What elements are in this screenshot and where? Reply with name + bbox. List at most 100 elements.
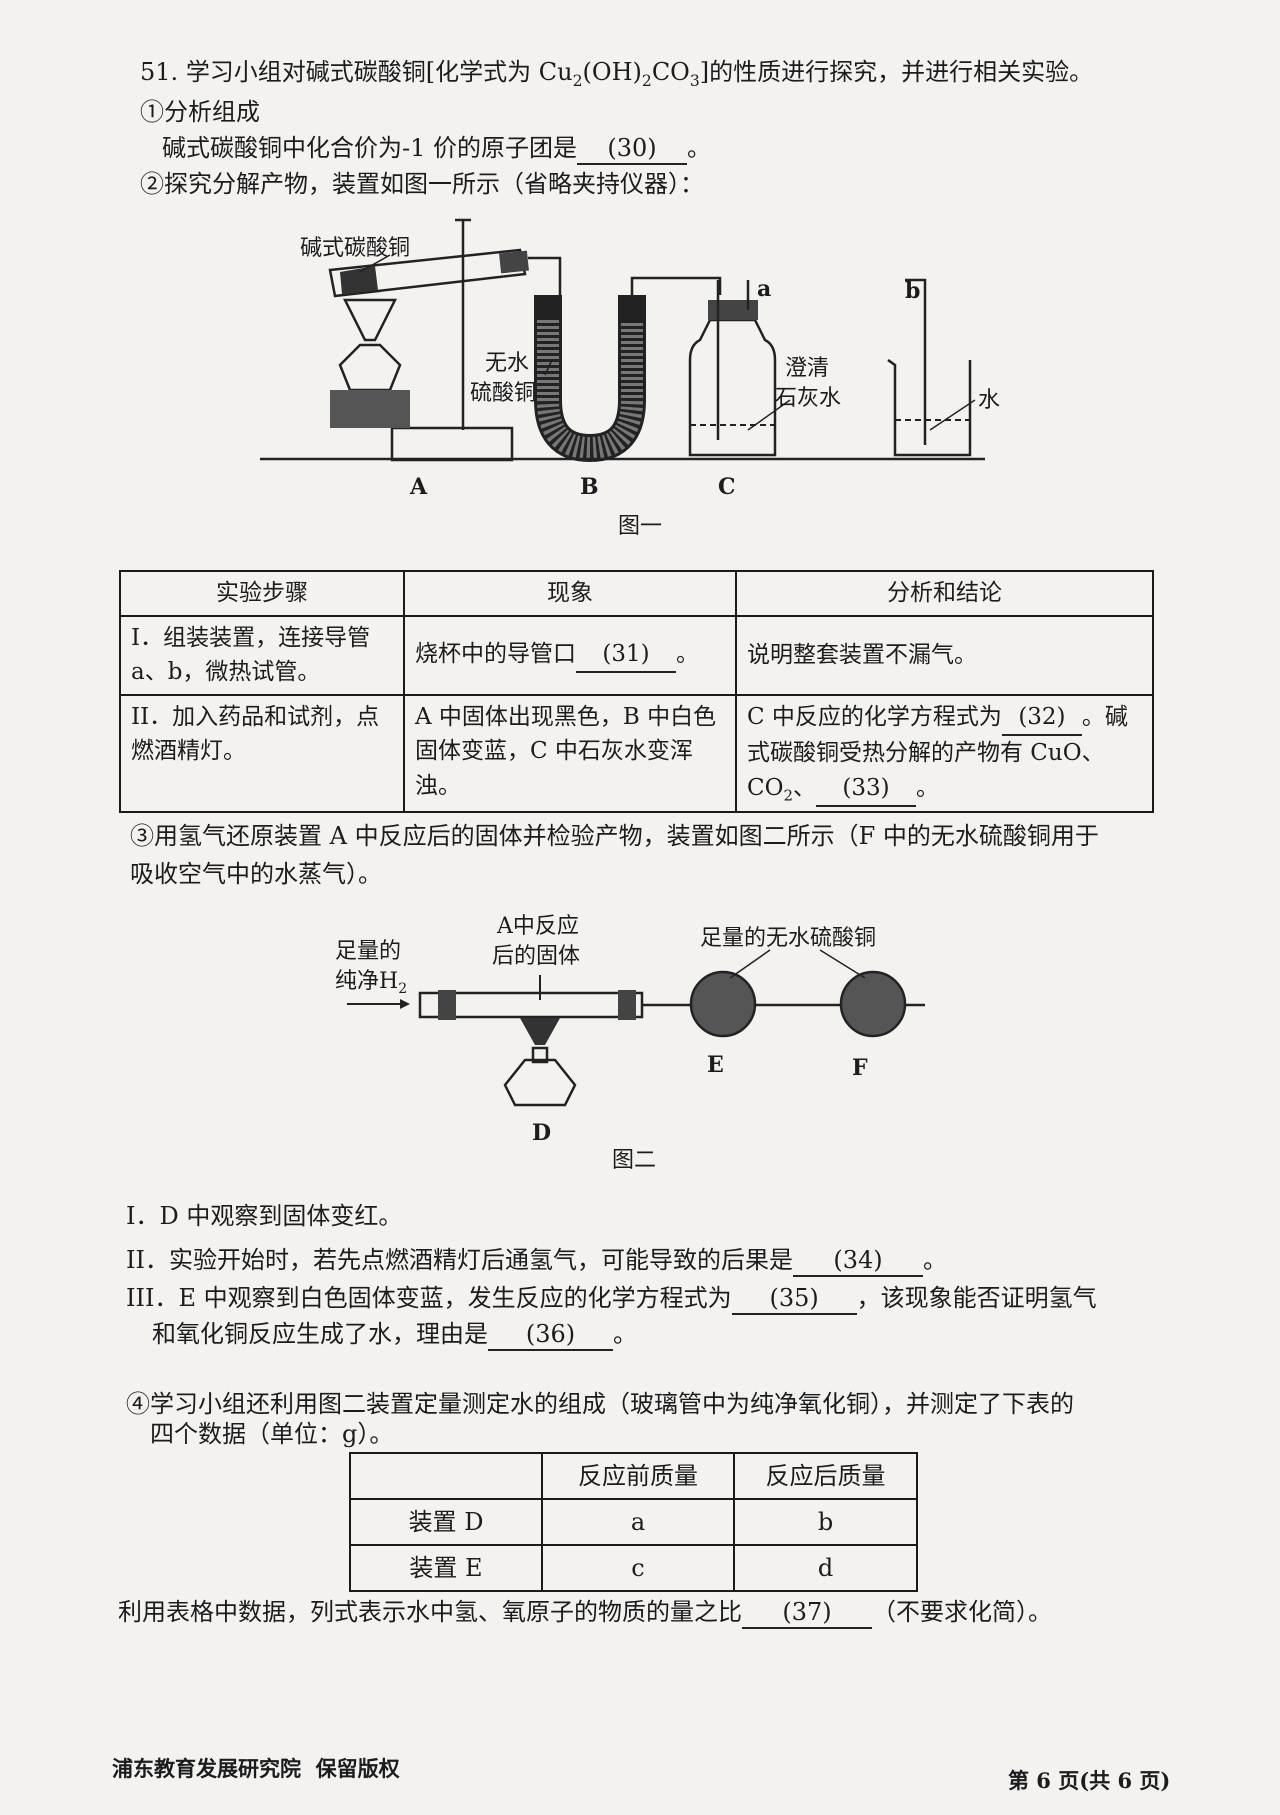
label-h2-line2: 纯净H2 (335, 969, 407, 997)
header-empty (349, 1452, 543, 1500)
formula-part: (OH) (582, 58, 642, 86)
alcohol-lamp-A (330, 298, 410, 428)
rights: 保留版权 (315, 1756, 400, 1781)
mass-after: d (733, 1544, 918, 1592)
label-water: 水 (978, 388, 1000, 413)
part4-line1: ④学习小组还利用图二装置定量测定水的组成（玻璃管中为纯净氧化铜），并测定了下表的 (126, 1390, 1074, 1418)
sub: 2 (783, 786, 793, 805)
blank-32[interactable]: (32) (1001, 700, 1082, 736)
step-2-text: II．实验开始时，若先点燃酒精灯后通氢气，可能导致的后果是 (126, 1246, 793, 1274)
question-stem: 51. 学习小组对碱式碳酸铜[化学式为 Cu2(OH)2CO3]的性质进行探究，… (140, 58, 1093, 91)
arrow-head-icon (400, 999, 410, 1009)
figure1-apparatus: 碱式碳酸铜 无水 硫酸铜 澄清 石灰水 水 a b A B C 图一 (260, 218, 1000, 539)
label-cuso4-line2: 硫酸铜 (470, 381, 536, 406)
beaker (887, 278, 972, 457)
glass-tube (418, 975, 925, 1020)
drying-bulb-E (689, 970, 757, 1038)
part1-heading: ①分析组成 (140, 98, 260, 126)
footer-page: 第 6 页(共 6 页) (1008, 1768, 1171, 1793)
drying-bulb-F (839, 970, 907, 1038)
figure2-caption: 图二 (612, 1148, 656, 1173)
step-3-text-2: 和氧化铜反应生成了水，理由是 (152, 1320, 488, 1348)
header-phenomenon: 现象 (403, 570, 737, 617)
punct: 、 (792, 774, 816, 801)
h2-text: 纯净H (335, 969, 398, 994)
table-header-row: 实验步骤 现象 分析和结论 (119, 570, 1154, 617)
leader-line (359, 254, 391, 273)
punct: 。 (613, 1320, 637, 1348)
device-label: 装置 D (349, 1498, 543, 1546)
h2-sub: 2 (398, 981, 407, 997)
figure1-caption: 图一 (618, 514, 662, 539)
label-cuso4: 足量的无水硫酸铜 (700, 926, 876, 951)
header-before: 反应前质量 (541, 1452, 735, 1500)
label-b: b (905, 278, 920, 304)
step-3: III．E 中观察到白色固体变蓝，发生反应的化学方程式为(35)，该现象能否证明… (126, 1284, 1097, 1315)
alcohol-lamp-D (503, 1018, 577, 1107)
sub: 2 (572, 71, 583, 90)
conclusion-cell: C 中反应的化学方程式为(32)。碱式碳酸铜受热分解的产物有 CuO、CO2、(… (735, 693, 1154, 813)
blank-34[interactable]: (34) (792, 1246, 923, 1277)
phenomenon-cell: A 中固体出现黑色，B 中白色固体变蓝，C 中石灰水变浑浊。 (403, 693, 737, 813)
table-row: II．加入药品和试剂，点燃酒精灯。 A 中固体出现黑色，B 中白色固体变蓝，C … (119, 693, 1154, 813)
sub: 2 (641, 71, 652, 90)
label-sample: 碱式碳酸铜 (300, 236, 410, 261)
label-D: D (532, 1120, 551, 1146)
publisher: 浦东教育发展研究院 (112, 1756, 301, 1781)
mass-before: c (541, 1544, 735, 1592)
sub: 3 (689, 71, 700, 90)
punct: 。 (922, 1246, 947, 1274)
mass-before: a (541, 1498, 735, 1546)
step-3-text: III．E 中观察到白色固体变蓝，发生反应的化学方程式为 (126, 1284, 732, 1312)
part3-line2: 吸收空气中的水蒸气）。 (130, 860, 382, 888)
stem-text: 学习小组对碱式碳酸铜[化学式为 Cu (185, 58, 573, 86)
conclusion-cell: 说明整套装置不漏气。 (735, 614, 1154, 696)
part1-text: 碱式碳酸铜中化合价为-1 价的原子团是 (162, 134, 578, 162)
final-text: 利用表格中数据，列式表示水中氢、氧原子的物质的量之比 (118, 1598, 742, 1626)
label-E: E (707, 1052, 724, 1078)
figure2-apparatus: 足量的 纯净H2 A中反应 后的固体 足量的无水硫酸铜 D E F 图二 (335, 914, 925, 1173)
table-row: 装置 D a b (349, 1498, 918, 1546)
part1-question: 碱式碳酸铜中化合价为-1 价的原子团是(30)。 (162, 134, 711, 165)
leader-line (729, 949, 771, 979)
label-lime-line2: 石灰水 (775, 386, 841, 411)
final-end: （不要求化简）。 (872, 1598, 1052, 1626)
leader-line (819, 949, 866, 979)
blank-30[interactable]: (30) (577, 134, 688, 165)
table-row: 装置 E c d (349, 1544, 918, 1592)
step-3-line2: 和氧化铜反应生成了水，理由是(36)。 (152, 1320, 637, 1351)
formula-part: CO (651, 58, 690, 86)
label-lime-line1: 澄清 (785, 356, 829, 381)
step-2: II．实验开始时，若先点燃酒精灯后通氢气，可能导致的后果是(34)。 (126, 1246, 947, 1277)
punct: 。 (676, 640, 699, 667)
blank-31[interactable]: (31) (576, 637, 676, 674)
leader-line (747, 399, 791, 431)
blank-37[interactable]: (37) (742, 1598, 872, 1629)
blank-33[interactable]: (33) (815, 771, 916, 807)
punct: 。 (915, 774, 939, 801)
device-label: 装置 E (349, 1544, 543, 1592)
leader-line (929, 399, 976, 431)
label-solid-line1: A中反应 (496, 914, 579, 939)
mass-table: 反应前质量 反应后质量 装置 D a b 装置 E c d (349, 1452, 918, 1592)
blank-36[interactable]: (36) (488, 1320, 613, 1351)
label-h2-line1: 足量的 (335, 939, 401, 964)
mass-after: b (733, 1498, 918, 1546)
table-row: I．组装装置，连接导管 a、b，微热试管。 烧杯中的导管口(31)。 说明整套装… (119, 614, 1154, 696)
label-B: B (580, 474, 599, 500)
bottle-C (688, 280, 777, 457)
u-tube-B (534, 276, 722, 463)
label-F: F (852, 1055, 868, 1081)
phenomenon-cell: 烧杯中的导管口(31)。 (403, 614, 737, 696)
footer-publisher: 浦东教育发展研究院 保留版权 (112, 1756, 400, 1781)
label-A: A (409, 474, 428, 500)
conclusion-text: 。碱式碳酸铜受热分解的产物有 CuO、CO (747, 703, 1128, 801)
label-solid-line2: 后的固体 (492, 944, 580, 969)
header-step: 实验步骤 (119, 570, 405, 617)
question-number: 51. (140, 58, 179, 86)
step-cell: II．加入药品和试剂，点燃酒精灯。 (119, 693, 405, 813)
header-conclusion: 分析和结论 (735, 570, 1154, 617)
conclusion-text: C 中反应的化学方程式为 (747, 703, 1002, 730)
blank-35[interactable]: (35) (731, 1284, 857, 1315)
label-cuso4-line1: 无水 (485, 351, 529, 376)
